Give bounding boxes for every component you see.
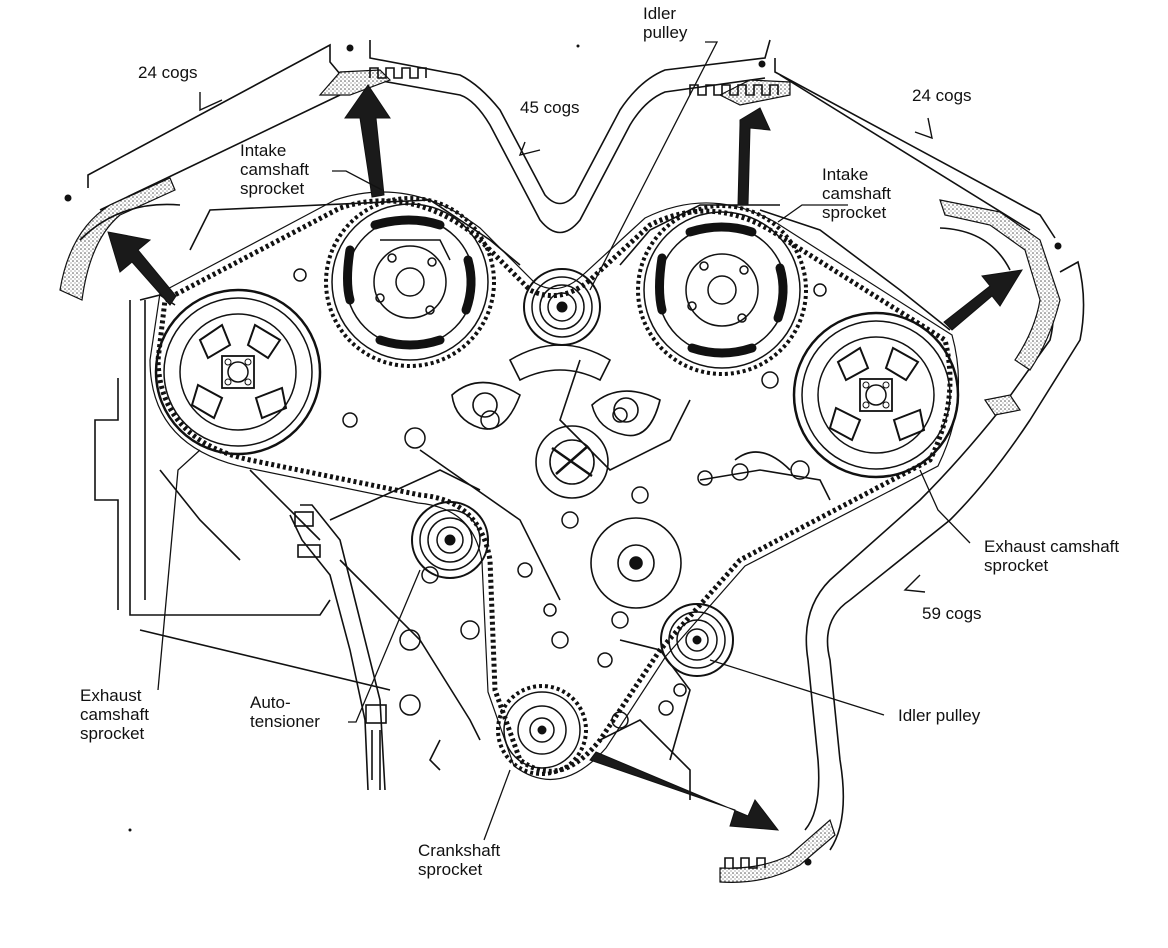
label-idler-pulley-bottom: Idler pulley bbox=[898, 706, 981, 725]
arrow-up-center-left-icon bbox=[344, 84, 391, 198]
arrow-up-center-right-icon bbox=[737, 107, 771, 206]
leader-lines bbox=[157, 41, 971, 841]
engine-bolts bbox=[293, 268, 827, 729]
rotation-arrows bbox=[79, 203, 1011, 271]
arrow-up-left-icon bbox=[107, 231, 177, 306]
label-45-cogs: 45 cogs bbox=[520, 98, 580, 117]
auto-tensioner-pulley bbox=[411, 501, 489, 579]
exhaust-camshaft-sprocket-right bbox=[792, 311, 960, 479]
oil-pump-housing bbox=[451, 344, 682, 609]
label-intake-camshaft-sprocket-right: Intake camshaft sprocket bbox=[822, 165, 891, 222]
arrow-down-right-icon bbox=[589, 751, 780, 831]
intake-camshaft-sprocket-left bbox=[324, 196, 496, 368]
label-exhaust-camshaft-sprocket-left: Exhaust camshaft sprocket bbox=[80, 686, 149, 743]
engine-block-outline bbox=[94, 199, 951, 800]
belt-strip-top bbox=[87, 39, 1085, 851]
intake-camshaft-sprocket-right bbox=[636, 204, 808, 376]
belt-teeth-stipple bbox=[59, 69, 1061, 883]
timing-belt bbox=[149, 191, 960, 780]
arrow-up-right-icon bbox=[943, 269, 1023, 331]
timing-mark-dots bbox=[64, 44, 1062, 866]
label-exhaust-camshaft-sprocket-right: Exhaust camshaft sprocket bbox=[984, 537, 1120, 575]
label-59-cogs: 59 cogs bbox=[922, 604, 982, 623]
exhaust-camshaft-sprocket-left bbox=[154, 288, 322, 456]
label-crankshaft-sprocket: Crankshaft sprocket bbox=[418, 841, 501, 879]
idler-pulley-top bbox=[523, 268, 601, 346]
belt-label-carets bbox=[199, 92, 933, 593]
label-idler-pulley-top: Idler pulley bbox=[643, 4, 688, 42]
label-24-cogs-left: 24 cogs bbox=[138, 63, 198, 82]
bold-direction-arrows bbox=[107, 84, 1023, 831]
idler-pulley-bottom bbox=[660, 603, 734, 677]
crankshaft-sprocket bbox=[496, 684, 588, 776]
label-24-cogs-right: 24 cogs bbox=[912, 86, 972, 105]
label-intake-camshaft-sprocket-left: Intake camshaft sprocket bbox=[240, 141, 309, 198]
belt-tooth-notches bbox=[369, 67, 779, 869]
label-auto-tensioner: Auto- tensioner bbox=[250, 693, 320, 731]
